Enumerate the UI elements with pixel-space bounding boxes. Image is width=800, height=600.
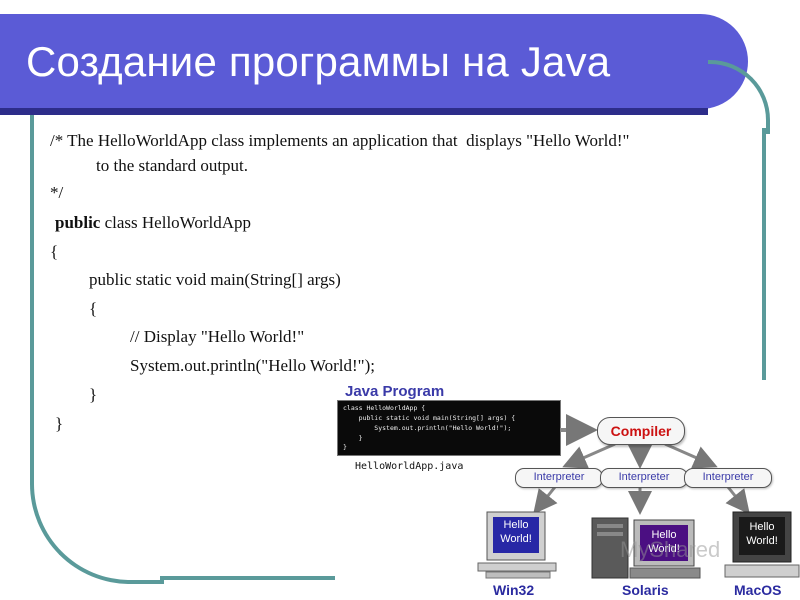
frame-bottom-border <box>160 576 335 580</box>
code-main-declaration: public static void main(String[] args) <box>89 270 341 289</box>
compiler-label: Compiler <box>610 423 672 439</box>
frame-right-border <box>762 128 766 383</box>
screen-hello: Hello <box>503 519 529 531</box>
arrow-compiler-to-interpreter-3 <box>664 442 718 469</box>
code-box-line: System.out.println("Hello World!"); <box>343 424 512 432</box>
arrow-compiler-to-interpreter-1 <box>562 442 616 469</box>
code-box-line: } <box>343 443 347 451</box>
screen-world: World! <box>746 535 778 547</box>
code-box-line: } <box>343 434 363 442</box>
interpreter-node-win32: Interpreter <box>515 468 603 488</box>
watermark: MyShared <box>620 537 721 562</box>
win32-screen-text: Hello World! <box>493 518 539 546</box>
platform-label-win32: Win32 <box>493 582 535 598</box>
code-box-line: public static void main(String[] args) { <box>343 414 516 422</box>
screen-hello: Hello <box>749 521 775 533</box>
slide-title: Создание программы на Java <box>26 38 611 85</box>
code-inner-brace-close: } <box>89 385 98 404</box>
win32-computer-icon <box>477 511 557 579</box>
platform-label-macos: MacOS <box>734 582 782 598</box>
title-banner <box>0 14 748 109</box>
arrow-interpreter-to-macos <box>725 486 750 515</box>
interpreter-label: Interpreter <box>702 471 754 483</box>
code-comment-line1: /* The HelloWorldApp class implements an… <box>50 131 630 150</box>
interpreter-node-solaris: Interpreter <box>600 468 688 488</box>
interpreter-label: Interpreter <box>533 471 585 483</box>
code-comment-line2: to the standard output. <box>96 156 249 175</box>
interpreter-node-macos: Interpreter <box>684 468 772 488</box>
macos-screen-text: Hello World! <box>739 520 785 548</box>
diagram-title: Java Program <box>345 383 445 400</box>
interpreter-label: Interpreter <box>618 471 670 483</box>
title-underline <box>0 108 708 115</box>
macos-computer-icon <box>724 511 800 578</box>
arrow-interpreter-to-win32 <box>533 486 558 515</box>
code-brace-close: } <box>55 414 64 433</box>
screen-world: World! <box>500 533 532 545</box>
solaris-screen-text: Hello World! <box>640 528 688 556</box>
code-comment-end: */ <box>50 183 64 202</box>
code-public-keyword: public <box>55 213 101 232</box>
screen-world: World! <box>648 543 680 555</box>
compiler-node: Compiler <box>597 417 685 445</box>
code-box-line: class HelloWorldApp { <box>343 404 426 412</box>
source-file-name: HelloWorldApp.java <box>355 461 464 472</box>
code-class-name: class HelloWorldApp <box>100 213 252 232</box>
code-println-statement: System.out.println("Hello World!"); <box>130 356 375 375</box>
code-class-declaration: public class HelloWorldApp <box>55 213 251 233</box>
source-code-box: class HelloWorldApp { public static void… <box>337 400 561 456</box>
platform-label-solaris: Solaris <box>622 582 669 598</box>
code-brace-open: { <box>50 242 59 261</box>
solaris-computer-icon <box>591 517 701 579</box>
code-display-comment: // Display "Hello World!" <box>130 327 305 346</box>
screen-hello: Hello <box>651 529 677 541</box>
code-inner-brace-open: { <box>89 299 98 318</box>
